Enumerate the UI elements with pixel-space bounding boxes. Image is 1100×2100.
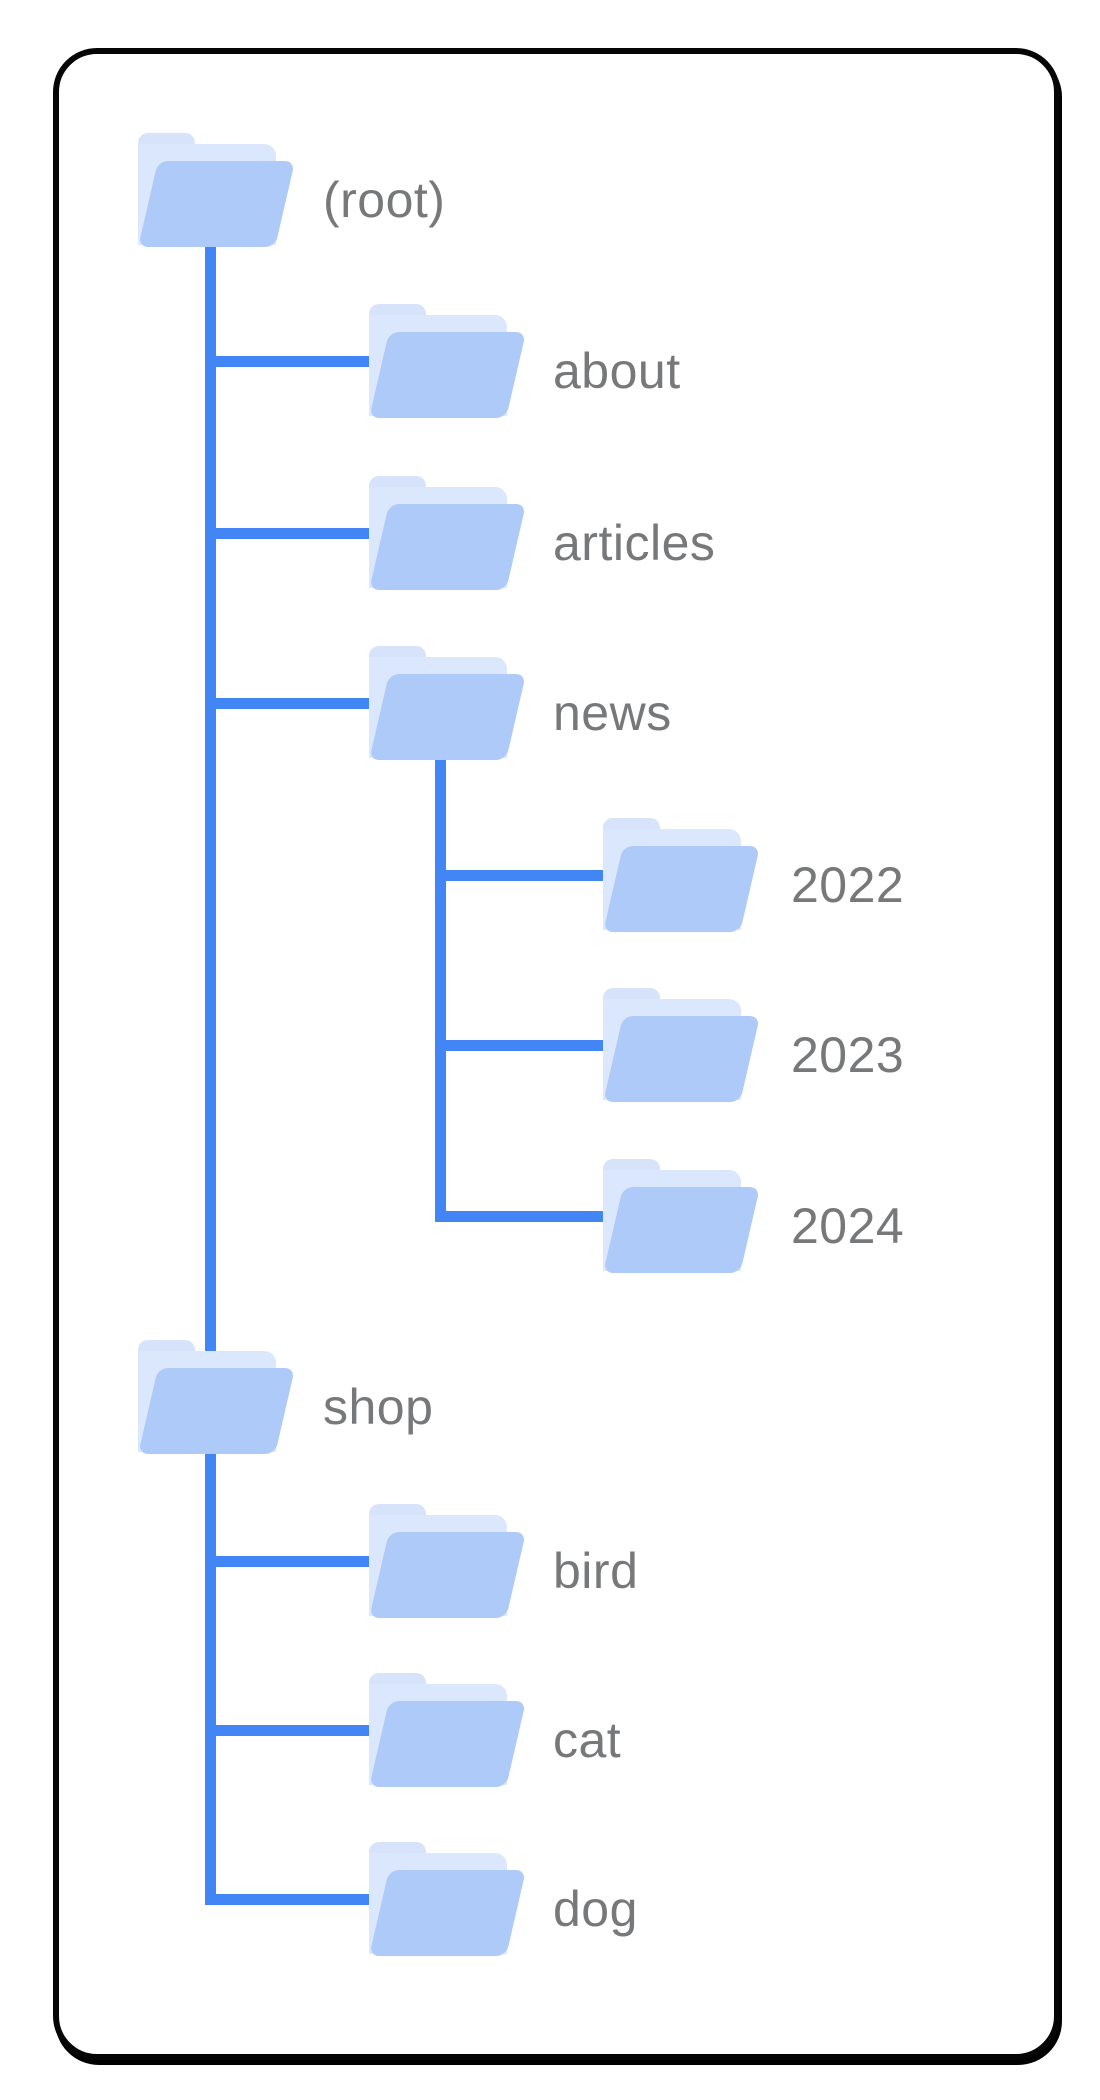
folder-front xyxy=(369,674,526,760)
folder-icon-cat xyxy=(369,1673,526,1787)
folder-front xyxy=(369,1701,526,1787)
folder-icon-2023 xyxy=(603,988,760,1102)
folder-icon-about xyxy=(369,304,526,418)
folder-front xyxy=(138,161,295,247)
folder-label-cat: cat xyxy=(553,1712,622,1768)
folder-icon-articles xyxy=(369,476,526,590)
folder-front xyxy=(603,846,760,932)
folder-icon-2024 xyxy=(603,1159,760,1273)
tree-connector-horizontal xyxy=(435,1211,630,1222)
folder-icon-news xyxy=(369,646,526,760)
tree-card xyxy=(53,48,1060,2060)
folder-label-about: about xyxy=(553,343,681,399)
folder-label-news: news xyxy=(553,685,672,741)
folder-front xyxy=(369,332,526,418)
folder-front xyxy=(369,1532,526,1618)
folder-icon-shop xyxy=(138,1340,295,1454)
tree-connector-horizontal xyxy=(205,528,400,539)
tree-connector-horizontal xyxy=(435,870,630,881)
folder-front xyxy=(603,1187,760,1273)
tree-connector-horizontal xyxy=(435,1040,630,1051)
tree-connector-horizontal xyxy=(205,1556,400,1567)
folder-label-2024: 2024 xyxy=(791,1198,905,1254)
folder-front xyxy=(369,1870,526,1956)
folder-icon-bird xyxy=(369,1504,526,1618)
folder-label-dog: dog xyxy=(553,1881,638,1937)
folder-icon-2022 xyxy=(603,818,760,932)
folder-label-2022: 2022 xyxy=(791,857,905,913)
folder-icon-dog xyxy=(369,1842,526,1956)
folder-front xyxy=(138,1368,295,1454)
tree-connector-horizontal xyxy=(205,1725,400,1736)
folder-label-articles: articles xyxy=(553,515,716,571)
tree-connector-vertical xyxy=(205,240,216,1905)
folder-icon-root xyxy=(138,133,295,247)
folder-label-bird: bird xyxy=(553,1543,639,1599)
tree-connector-horizontal xyxy=(205,356,400,367)
tree-connector-horizontal xyxy=(205,698,400,709)
folder-label-2023: 2023 xyxy=(791,1027,905,1083)
folder-label-root: (root) xyxy=(323,172,446,228)
folder-front xyxy=(603,1016,760,1102)
tree-connector-horizontal xyxy=(205,1894,400,1905)
tree-connector-vertical xyxy=(435,755,446,1222)
folder-label-shop: shop xyxy=(323,1379,434,1435)
folder-front xyxy=(369,504,526,590)
